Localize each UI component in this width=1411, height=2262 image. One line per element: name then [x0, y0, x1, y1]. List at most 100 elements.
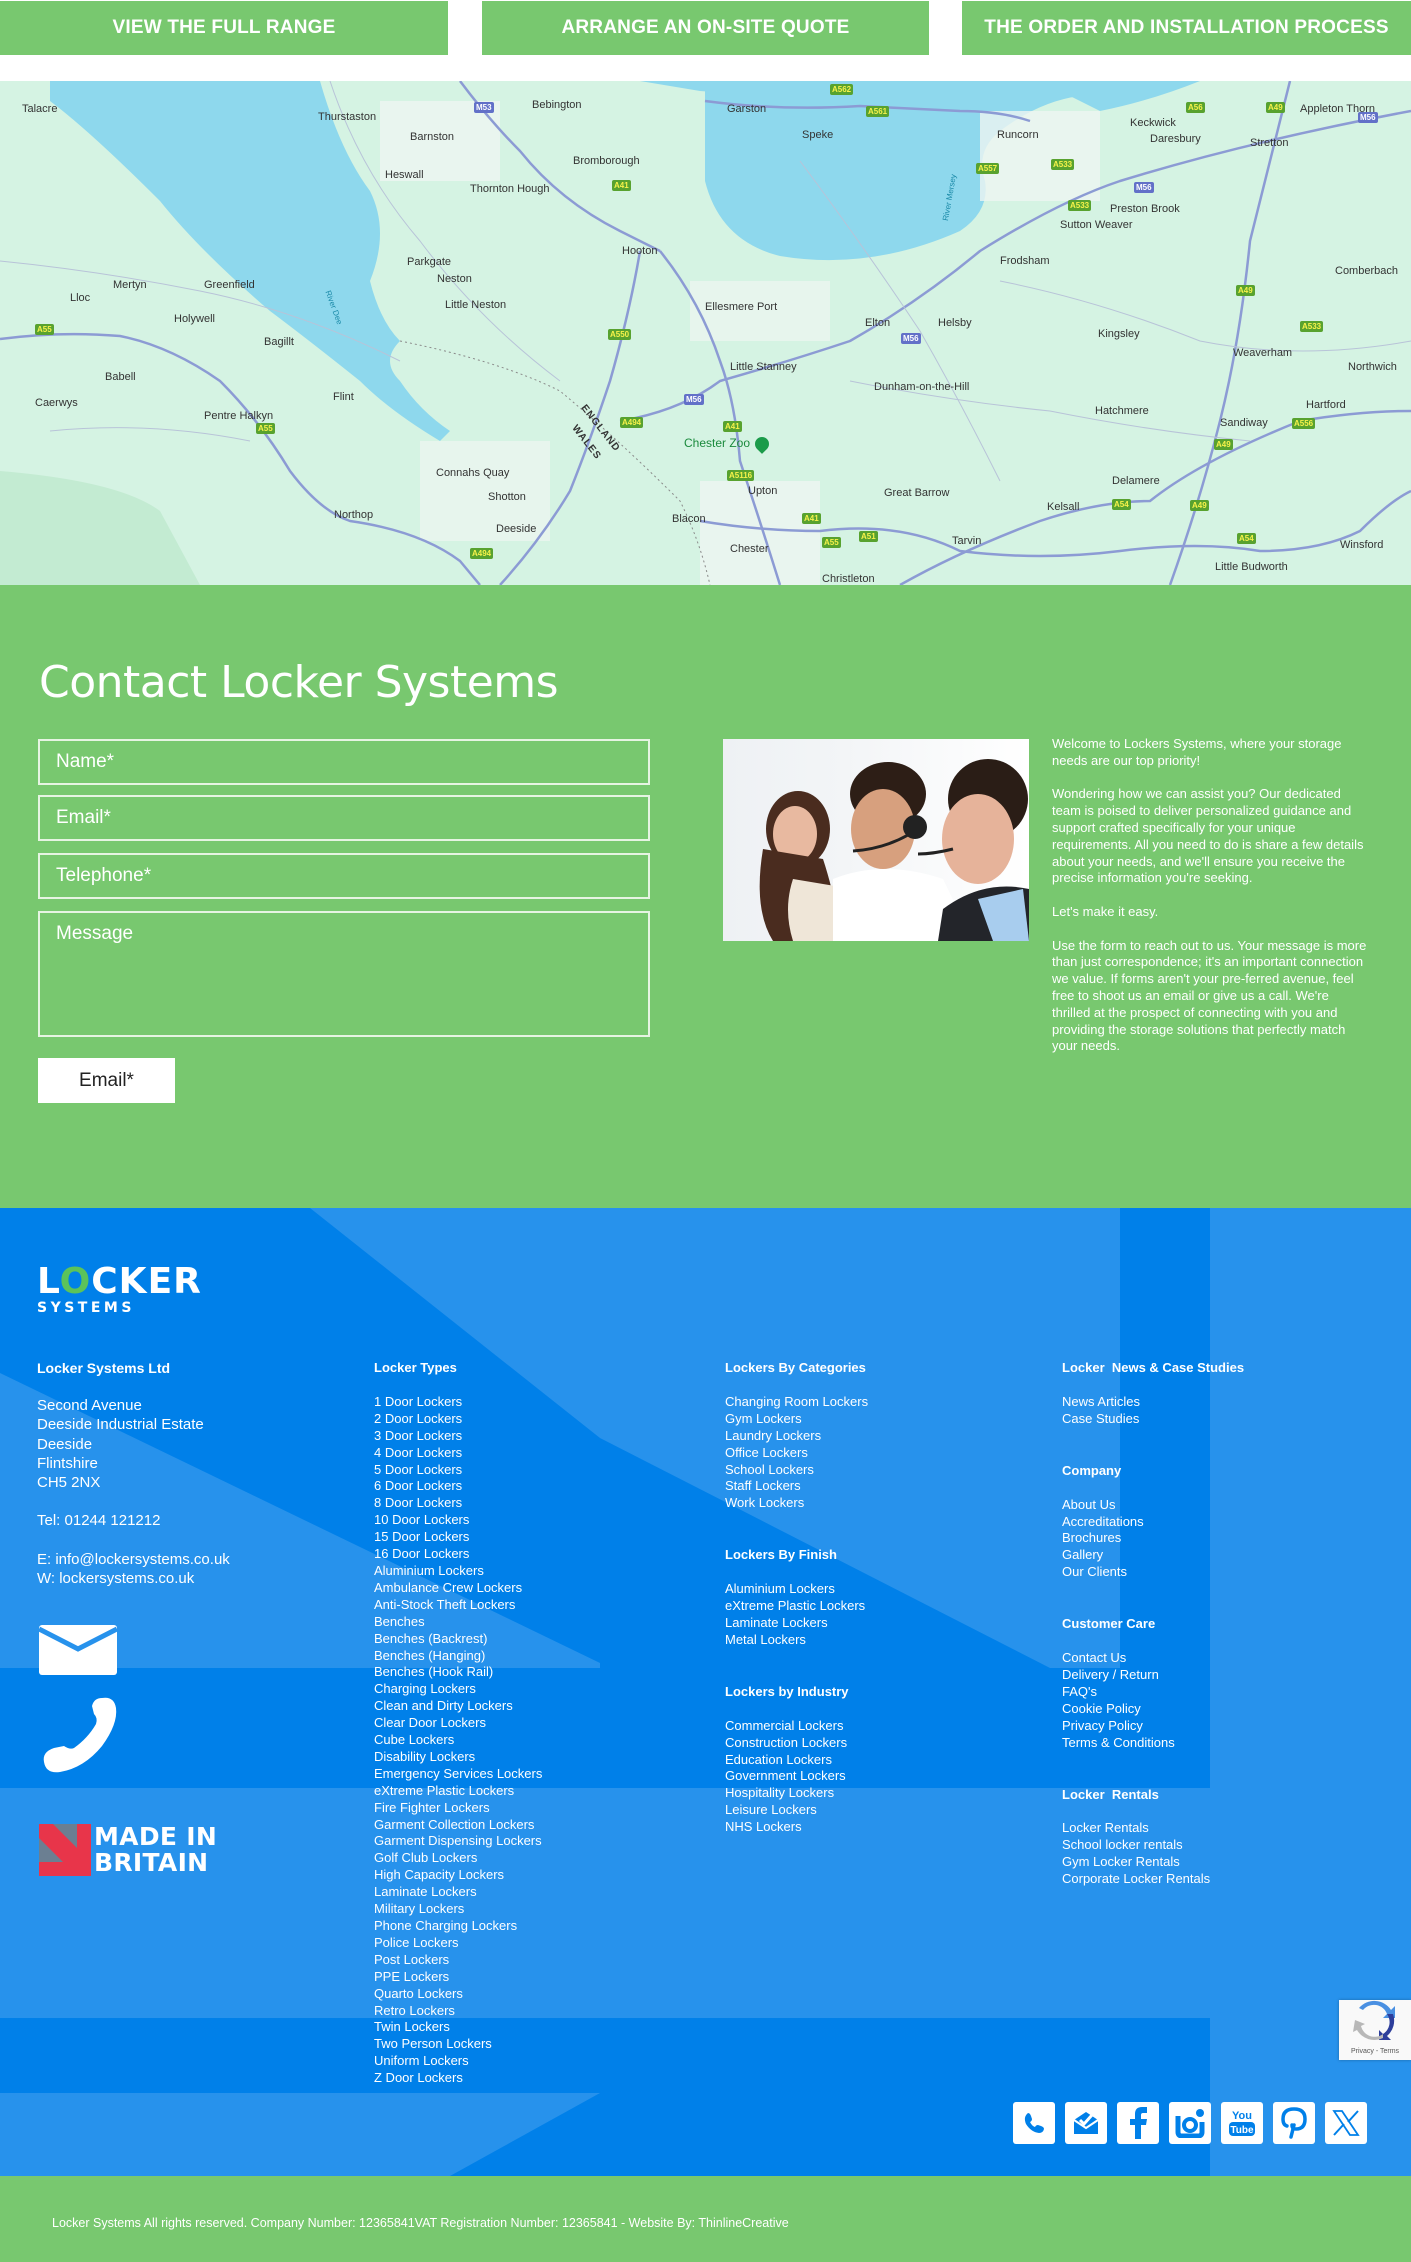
industry-link[interactable]: Leisure Lockers: [725, 1802, 817, 1818]
rental-link[interactable]: Gym Locker Rentals: [1062, 1854, 1180, 1870]
locker-type-link[interactable]: 2 Door Lockers: [374, 1410, 463, 1426]
email-icon[interactable]: [37, 1625, 119, 1680]
company-link[interactable]: About Us: [1062, 1496, 1116, 1512]
locker-type-link[interactable]: PPE Lockers: [374, 1968, 450, 1984]
locker-type-link[interactable]: High Capacity Lockers: [374, 1867, 505, 1883]
category-link[interactable]: School Lockers: [725, 1461, 814, 1477]
locker-type-link[interactable]: Cube Lockers: [374, 1732, 455, 1748]
locker-type-link[interactable]: 15 Door Lockers: [374, 1529, 470, 1545]
locker-type-link[interactable]: Post Lockers: [374, 1951, 450, 1967]
locker-type-link[interactable]: Twin Lockers: [374, 2019, 450, 2035]
locker-type-link[interactable]: Emergency Services Lockers: [374, 1765, 543, 1781]
locker-type-link[interactable]: Two Person Lockers: [374, 2036, 492, 2052]
industry-link[interactable]: Education Lockers: [725, 1751, 832, 1767]
phone-icon[interactable]: [40, 1694, 120, 1779]
finish-link[interactable]: Metal Lockers: [725, 1631, 806, 1647]
locker-type-link[interactable]: Phone Charging Lockers: [374, 1918, 518, 1933]
customer-care-link[interactable]: Delivery / Return: [1062, 1666, 1159, 1682]
industry-link[interactable]: Government Lockers: [725, 1768, 846, 1784]
industry-link[interactable]: Commercial Lockers: [725, 1717, 844, 1733]
instagram-icon[interactable]: [1169, 2102, 1211, 2144]
locker-type-link[interactable]: Charging Lockers: [374, 1681, 476, 1697]
locker-type-link[interactable]: Benches: [374, 1613, 425, 1629]
finish-link[interactable]: eXtreme Plastic Lockers: [725, 1598, 866, 1614]
locker-systems-logo[interactable]: LOCKER SYSTEMS: [37, 1264, 202, 1317]
locker-type-link[interactable]: Benches (Hook Rail): [374, 1664, 494, 1680]
customer-care-link[interactable]: Terms & Conditions: [1062, 1734, 1175, 1750]
message-field[interactable]: [38, 911, 650, 1037]
order-installation-button[interactable]: THE ORDER AND INSTALLATION PROCESS: [962, 1, 1411, 55]
locker-type-link[interactable]: Quarto Lockers: [374, 1985, 463, 2001]
website-link[interactable]: W: lockersystems.co.uk: [37, 1569, 195, 1587]
company-link[interactable]: Gallery: [1062, 1547, 1104, 1563]
customer-care-link[interactable]: Privacy Policy: [1062, 1717, 1143, 1733]
chester-zoo-poi[interactable]: Chester Zoo: [684, 433, 773, 454]
locker-type-link[interactable]: 4 Door Lockers: [374, 1444, 463, 1460]
recaptcha-text[interactable]: Privacy - Terms: [1350, 2048, 1400, 2055]
customer-care-link[interactable]: FAQ's: [1062, 1683, 1097, 1699]
name-field[interactable]: [38, 739, 650, 785]
locker-type-link[interactable]: Fire Fighter Lockers: [374, 1799, 490, 1815]
email-link[interactable]: E: info@lockersystems.co.uk: [37, 1550, 230, 1568]
facebook-icon[interactable]: [1117, 2102, 1159, 2144]
locker-type-link[interactable]: 1 Door Lockers: [374, 1393, 463, 1409]
customer-care-link[interactable]: Cookie Policy: [1062, 1700, 1141, 1716]
industry-link[interactable]: Construction Lockers: [725, 1734, 848, 1750]
category-link[interactable]: Laundry Lockers: [725, 1427, 822, 1443]
locker-type-link[interactable]: 10 Door Lockers: [374, 1512, 470, 1528]
customer-care-link[interactable]: Contact Us: [1062, 1650, 1127, 1666]
company-link[interactable]: Our Clients: [1062, 1564, 1128, 1580]
email-field[interactable]: [38, 795, 650, 841]
locker-type-link[interactable]: Clean and Dirty Lockers: [374, 1698, 513, 1714]
news-link[interactable]: Case Studies: [1062, 1410, 1140, 1426]
category-link[interactable]: Office Lockers: [725, 1444, 808, 1460]
locker-type-link[interactable]: 16 Door Lockers: [374, 1546, 470, 1562]
locker-type-link[interactable]: Benches (Backrest): [374, 1630, 488, 1646]
company-link[interactable]: Brochures: [1062, 1530, 1122, 1546]
locker-type-link[interactable]: Golf Club Lockers: [374, 1850, 478, 1866]
locker-type-link[interactable]: 5 Door Lockers: [374, 1461, 463, 1477]
rental-link[interactable]: School locker rentals: [1062, 1837, 1183, 1853]
locker-type-link[interactable]: Z Door Lockers: [374, 2070, 463, 2086]
category-link[interactable]: Changing Room Lockers: [725, 1393, 869, 1409]
industry-link[interactable]: Hospitality Lockers: [725, 1785, 835, 1801]
rental-link[interactable]: Locker Rentals: [1062, 1820, 1149, 1836]
finish-link[interactable]: Aluminium Lockers: [725, 1581, 835, 1597]
locker-type-link[interactable]: Disability Lockers: [374, 1748, 476, 1764]
locker-type-link[interactable]: Police Lockers: [374, 1934, 459, 1950]
locker-type-link[interactable]: Benches (Hanging): [374, 1647, 486, 1663]
locker-type-link[interactable]: Clear Door Lockers: [374, 1715, 486, 1731]
locker-type-link[interactable]: eXtreme Plastic Lockers: [374, 1782, 515, 1798]
locker-type-link[interactable]: Garment Collection Lockers: [374, 1816, 535, 1832]
telephone-link[interactable]: Tel: 01244 121212: [37, 1512, 161, 1530]
locker-type-link[interactable]: Uniform Lockers: [374, 2053, 469, 2069]
recaptcha-badge[interactable]: Privacy - Terms: [1339, 2000, 1411, 2060]
locker-type-link[interactable]: Garment Dispensing Lockers: [374, 1833, 542, 1849]
locker-type-link[interactable]: 6 Door Lockers: [374, 1478, 463, 1494]
arrange-quote-button[interactable]: ARRANGE AN ON-SITE QUOTE: [482, 1, 929, 55]
news-link[interactable]: News Articles: [1062, 1393, 1141, 1409]
locker-type-link[interactable]: Ambulance Crew Lockers: [374, 1579, 523, 1595]
email-icon[interactable]: [1065, 2102, 1107, 2144]
locker-type-link[interactable]: 8 Door Lockers: [374, 1495, 463, 1511]
telephone-field[interactable]: [38, 853, 650, 899]
category-link[interactable]: Staff Lockers: [725, 1478, 801, 1494]
submit-button[interactable]: Email*: [38, 1058, 175, 1103]
pinterest-icon[interactable]: [1273, 2102, 1315, 2144]
category-link[interactable]: Work Lockers: [725, 1495, 805, 1511]
locker-type-link[interactable]: Anti-Stock Theft Lockers: [374, 1596, 516, 1612]
rental-link[interactable]: Corporate Locker Rentals: [1062, 1871, 1211, 1887]
industry-link[interactable]: NHS Lockers: [725, 1819, 802, 1835]
locker-type-link[interactable]: Retro Lockers: [374, 2002, 455, 2018]
view-full-range-button[interactable]: VIEW THE FULL RANGE: [0, 1, 448, 55]
locker-type-link[interactable]: Aluminium Lockers: [374, 1562, 484, 1578]
category-link[interactable]: Gym Lockers: [725, 1410, 802, 1426]
company-link[interactable]: Accreditations: [1062, 1513, 1144, 1529]
locker-type-link[interactable]: Laminate Lockers: [374, 1884, 477, 1900]
locker-type-link[interactable]: Military Lockers: [374, 1901, 465, 1917]
phone-icon[interactable]: [1013, 2102, 1055, 2144]
locker-type-link[interactable]: 3 Door Lockers: [374, 1427, 463, 1443]
x-twitter-icon[interactable]: [1325, 2102, 1367, 2144]
